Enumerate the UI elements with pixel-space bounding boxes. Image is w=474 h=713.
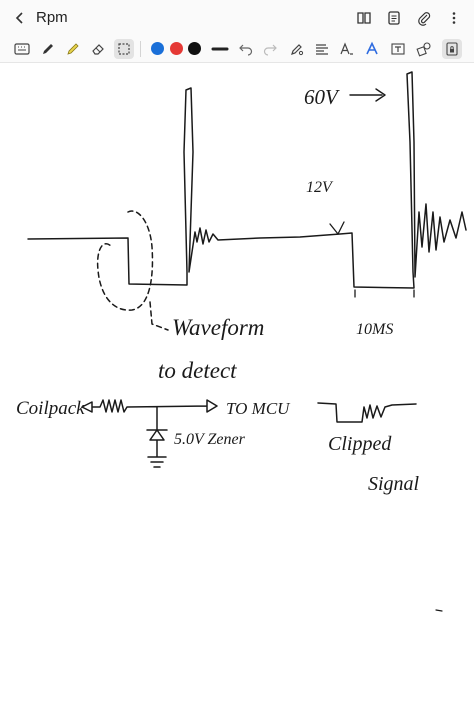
signal-label: Signal — [368, 473, 420, 495]
chevron-left-icon — [15, 12, 23, 24]
insert-text-button[interactable] — [388, 39, 408, 59]
document-icon — [388, 11, 400, 25]
voltage-mid-label: 12V — [306, 179, 334, 196]
redo-button[interactable] — [260, 39, 280, 59]
lock-page-icon — [446, 42, 458, 56]
pen-toolbar — [0, 36, 474, 63]
ai-letter-icon — [366, 41, 378, 55]
stroke-width-icon — [211, 47, 229, 51]
waveform-trace — [27, 71, 467, 289]
pen-settings-button[interactable] — [287, 39, 307, 59]
keyboard-button[interactable] — [12, 39, 32, 59]
back-button[interactable] — [10, 8, 30, 28]
text-format-button[interactable] — [312, 39, 332, 59]
highlighter-tool-button[interactable] — [63, 39, 83, 59]
text-box-icon — [391, 43, 405, 55]
lasso-select-button[interactable] — [114, 39, 134, 59]
ai-assist-button[interactable] — [362, 39, 382, 59]
zener-label: 5.0V Zener — [174, 431, 246, 448]
coilpack-label: Coilpack — [16, 398, 85, 419]
title-bar: Rpm — [0, 0, 474, 36]
detect-label: to detect — [158, 358, 237, 383]
pen-icon — [43, 44, 53, 54]
handwriting-icon — [340, 42, 353, 55]
pen-tool-button[interactable] — [38, 39, 58, 59]
text-align-icon — [316, 44, 328, 55]
circuit-sketch — [81, 399, 218, 468]
redo-icon — [263, 44, 277, 56]
paperclip-icon — [418, 12, 431, 26]
more-button[interactable] — [444, 8, 464, 28]
detect-callout-dashed — [96, 210, 169, 331]
clipped-label: Clipped — [328, 433, 392, 455]
more-vertical-icon — [452, 12, 456, 24]
handwriting-canvas[interactable]: 60V 12V Waveform to detect 10MS Coilpack… — [0, 62, 474, 713]
waveform-label: Waveform — [172, 315, 264, 340]
shapes-icon — [416, 42, 431, 57]
handwriting-to-text-button[interactable] — [337, 39, 357, 59]
clipped-signal-sketch — [317, 402, 417, 423]
book-icon — [357, 12, 371, 24]
text-mode-button[interactable] — [384, 8, 404, 28]
note-title: Rpm — [36, 9, 68, 26]
color-swatch-black[interactable] — [188, 42, 201, 55]
dashed-select-icon — [118, 43, 130, 55]
book-view-button[interactable] — [354, 8, 374, 28]
undo-button[interactable] — [236, 39, 256, 59]
read-mode-button[interactable] — [442, 39, 462, 59]
attach-button[interactable] — [414, 8, 434, 28]
sketch-drawing: 60V 12V Waveform to detect 10MS Coilpack… — [16, 71, 467, 612]
keyboard-icon — [14, 43, 30, 55]
color-swatch-blue[interactable] — [151, 42, 164, 55]
eraser-tool-button[interactable] — [88, 39, 108, 59]
toolbar-divider — [140, 41, 141, 57]
shape-tool-button[interactable] — [414, 39, 434, 59]
color-swatch-red[interactable] — [170, 42, 183, 55]
pen-size-button[interactable] — [210, 39, 230, 59]
voltage-high-label: 60V — [304, 85, 340, 109]
eraser-icon — [92, 44, 104, 55]
highlighter-icon — [67, 43, 79, 55]
undo-icon — [239, 44, 253, 56]
period-label: 10MS — [356, 321, 393, 338]
mcu-label: TO MCU — [226, 399, 291, 418]
pen-settings-icon — [291, 44, 304, 56]
